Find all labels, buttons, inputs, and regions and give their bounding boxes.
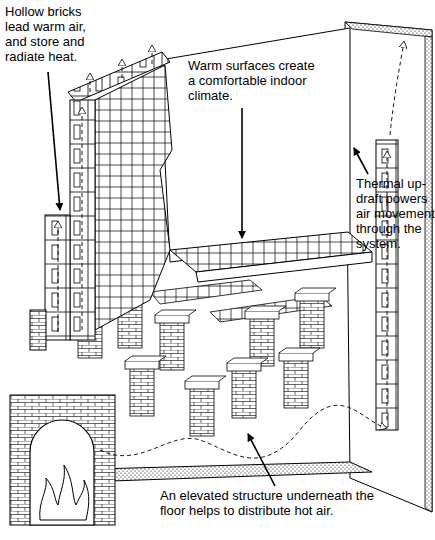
back-wall <box>160 28 350 262</box>
underfloor-pillars <box>185 376 226 436</box>
leader-arrows <box>48 72 60 210</box>
underfloor-pillars <box>125 356 166 416</box>
callout-text: Hollow bricks lead warm air, and store a… <box>5 4 97 64</box>
leader-arrows <box>48 72 368 486</box>
left-wall <box>30 310 46 350</box>
callout-text: Warm surfaces create a comfortable indoo… <box>188 58 320 103</box>
back-wall <box>160 28 350 262</box>
furnace-arch <box>10 395 115 525</box>
airflow-path <box>122 60 123 78</box>
airflow-path <box>90 74 91 92</box>
floor <box>150 280 262 304</box>
airflow-path <box>152 46 153 64</box>
underfloor-pillars <box>227 358 268 418</box>
callout-text: An elevated structure underneath the flo… <box>160 488 392 518</box>
leader-arrows <box>354 148 368 174</box>
right-wall <box>425 36 432 512</box>
left-wall <box>70 100 95 340</box>
furnace-arch <box>10 395 115 525</box>
callout-text: Thermal up-draft powers air movement thr… <box>356 176 435 251</box>
underfloor-pillars <box>295 288 336 348</box>
right-wall <box>345 22 432 512</box>
leader-arrows <box>241 108 243 238</box>
left-wall <box>45 215 70 340</box>
left-wall <box>95 65 172 330</box>
airflow-path <box>58 222 59 332</box>
underfloor-pillars <box>279 348 320 408</box>
right-wall <box>345 22 432 512</box>
furnace-arch <box>30 420 94 525</box>
underfloor-pillars <box>155 310 196 370</box>
left-wall <box>68 52 170 102</box>
airflow-path <box>390 42 404 135</box>
airflow-path <box>58 42 404 458</box>
right-wall <box>345 22 432 37</box>
furnace-arch <box>40 465 89 520</box>
leader-arrows <box>248 434 275 486</box>
airflow-path <box>100 405 386 458</box>
floor <box>196 252 372 282</box>
left-wall <box>30 52 172 350</box>
airflow-path <box>82 108 83 330</box>
